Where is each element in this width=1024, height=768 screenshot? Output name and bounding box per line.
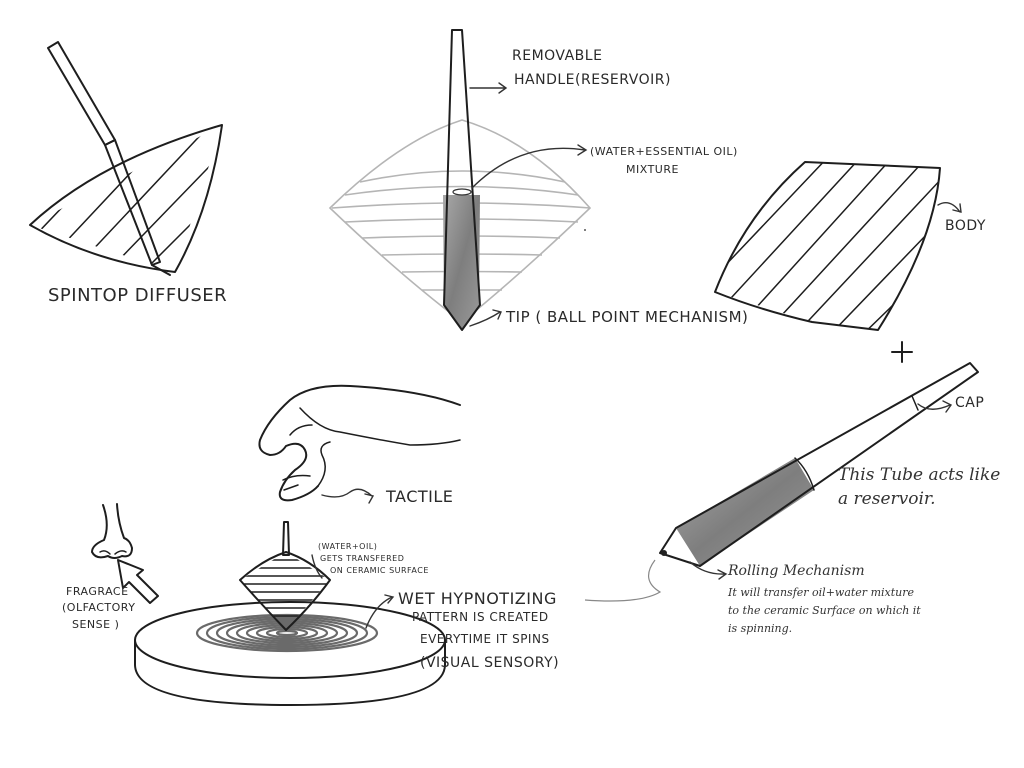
- label-tube-line1: This Tube acts like: [838, 465, 1001, 485]
- hand-drawing: [258, 384, 461, 504]
- label-mixture-line1: (Water+Essential Oil): [590, 145, 738, 158]
- label-rolling-line1: It will transfer oil+water mixture: [728, 586, 914, 599]
- tube-pen-drawing: [584, 362, 979, 602]
- label-spin-top-diffuser: SpinTop Diffuser: [48, 285, 228, 306]
- spin-top-diffuser-drawing: [29, 41, 223, 276]
- label-body: Body: [945, 218, 986, 234]
- plus-sign: [891, 341, 913, 363]
- label-tube-line2: a reservoir.: [838, 489, 936, 509]
- spiral-pattern: [195, 613, 379, 653]
- label-fragrance-line2: (Olfactory: [62, 601, 136, 614]
- label-handle-reservoir: Handle(Reservoir): [514, 72, 671, 88]
- label-removable: Removable: [512, 48, 603, 64]
- label-tip: Tip ( Ball Point Mechanism): [506, 308, 749, 326]
- label-water-oil-line3: on ceramic surface: [330, 566, 429, 575]
- label-fragrance-line1: Fragrace: [66, 585, 129, 598]
- label-mixture-line2: Mixture: [626, 163, 679, 176]
- label-wet-line3: Everytime it Spins: [420, 632, 550, 646]
- nose-drawing: [91, 503, 133, 559]
- cross-section-drawing: [328, 29, 592, 331]
- label-rolling-line2: to the ceramic Surface on which it: [728, 604, 921, 617]
- label-water-oil-line2: gets transfered: [320, 554, 405, 563]
- label-wet-line4: (Visual Sensory): [420, 655, 560, 671]
- fragrance-arrow: [117, 559, 159, 604]
- label-water-oil-line1: (Water+oil): [318, 542, 378, 551]
- label-wet-line1: Wet Hypnotizing: [398, 589, 557, 608]
- label-tactile: Tactile: [386, 487, 454, 506]
- ceramic-plate-drawing: [134, 521, 446, 706]
- label-rolling-line3: is spinning.: [728, 622, 793, 635]
- label-fragrance-line3: Sense ): [72, 618, 120, 631]
- label-wet-line2: pattern is created: [412, 610, 549, 624]
- label-cap: Cap: [955, 395, 985, 411]
- label-rolling-title: Rolling Mechanism: [728, 563, 865, 579]
